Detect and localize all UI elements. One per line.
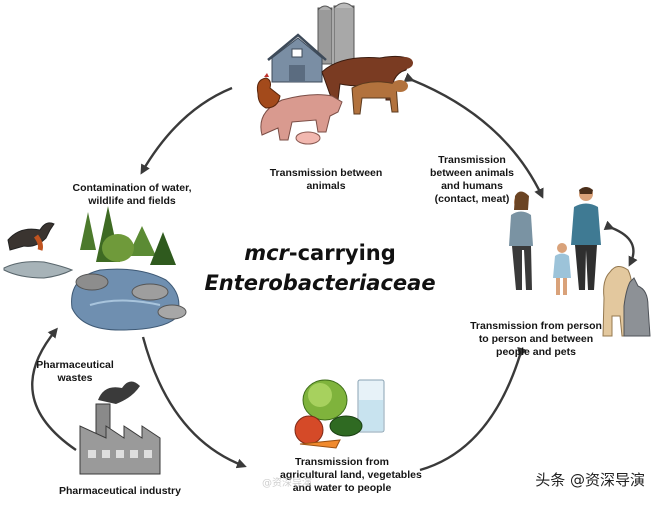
watermark-faint: @资深导演 <box>262 478 312 489</box>
arrow-farm-to-water <box>140 86 233 175</box>
center-title-line1: mcr-carrying <box>244 241 396 265</box>
arrow-pharma-to-water <box>31 327 77 451</box>
arrow-people-to-produce <box>419 346 527 472</box>
arrow-water-to-produce <box>141 336 247 469</box>
arrow-farm-to-people <box>403 72 544 199</box>
watermark: 头条 @资深导演 <box>535 471 645 489</box>
farm-illustration <box>256 2 413 145</box>
label-pharma-industry: Pharmaceutical industry <box>59 485 181 497</box>
produce-and-water-illustration <box>294 379 385 449</box>
ecosystem-illustration <box>3 206 187 331</box>
cycle-arrows <box>31 72 638 472</box>
factory-illustration <box>79 381 161 475</box>
center-title: mcr-carrying Enterobacteriaceae <box>190 238 450 298</box>
label-contamination: Contamination of water,wildlife and fiel… <box>72 182 192 207</box>
people-and-pets-illustration <box>509 187 651 337</box>
arrow-people-to-pets <box>603 220 638 267</box>
center-title-line2: Enterobacteriaceae <box>204 271 436 295</box>
